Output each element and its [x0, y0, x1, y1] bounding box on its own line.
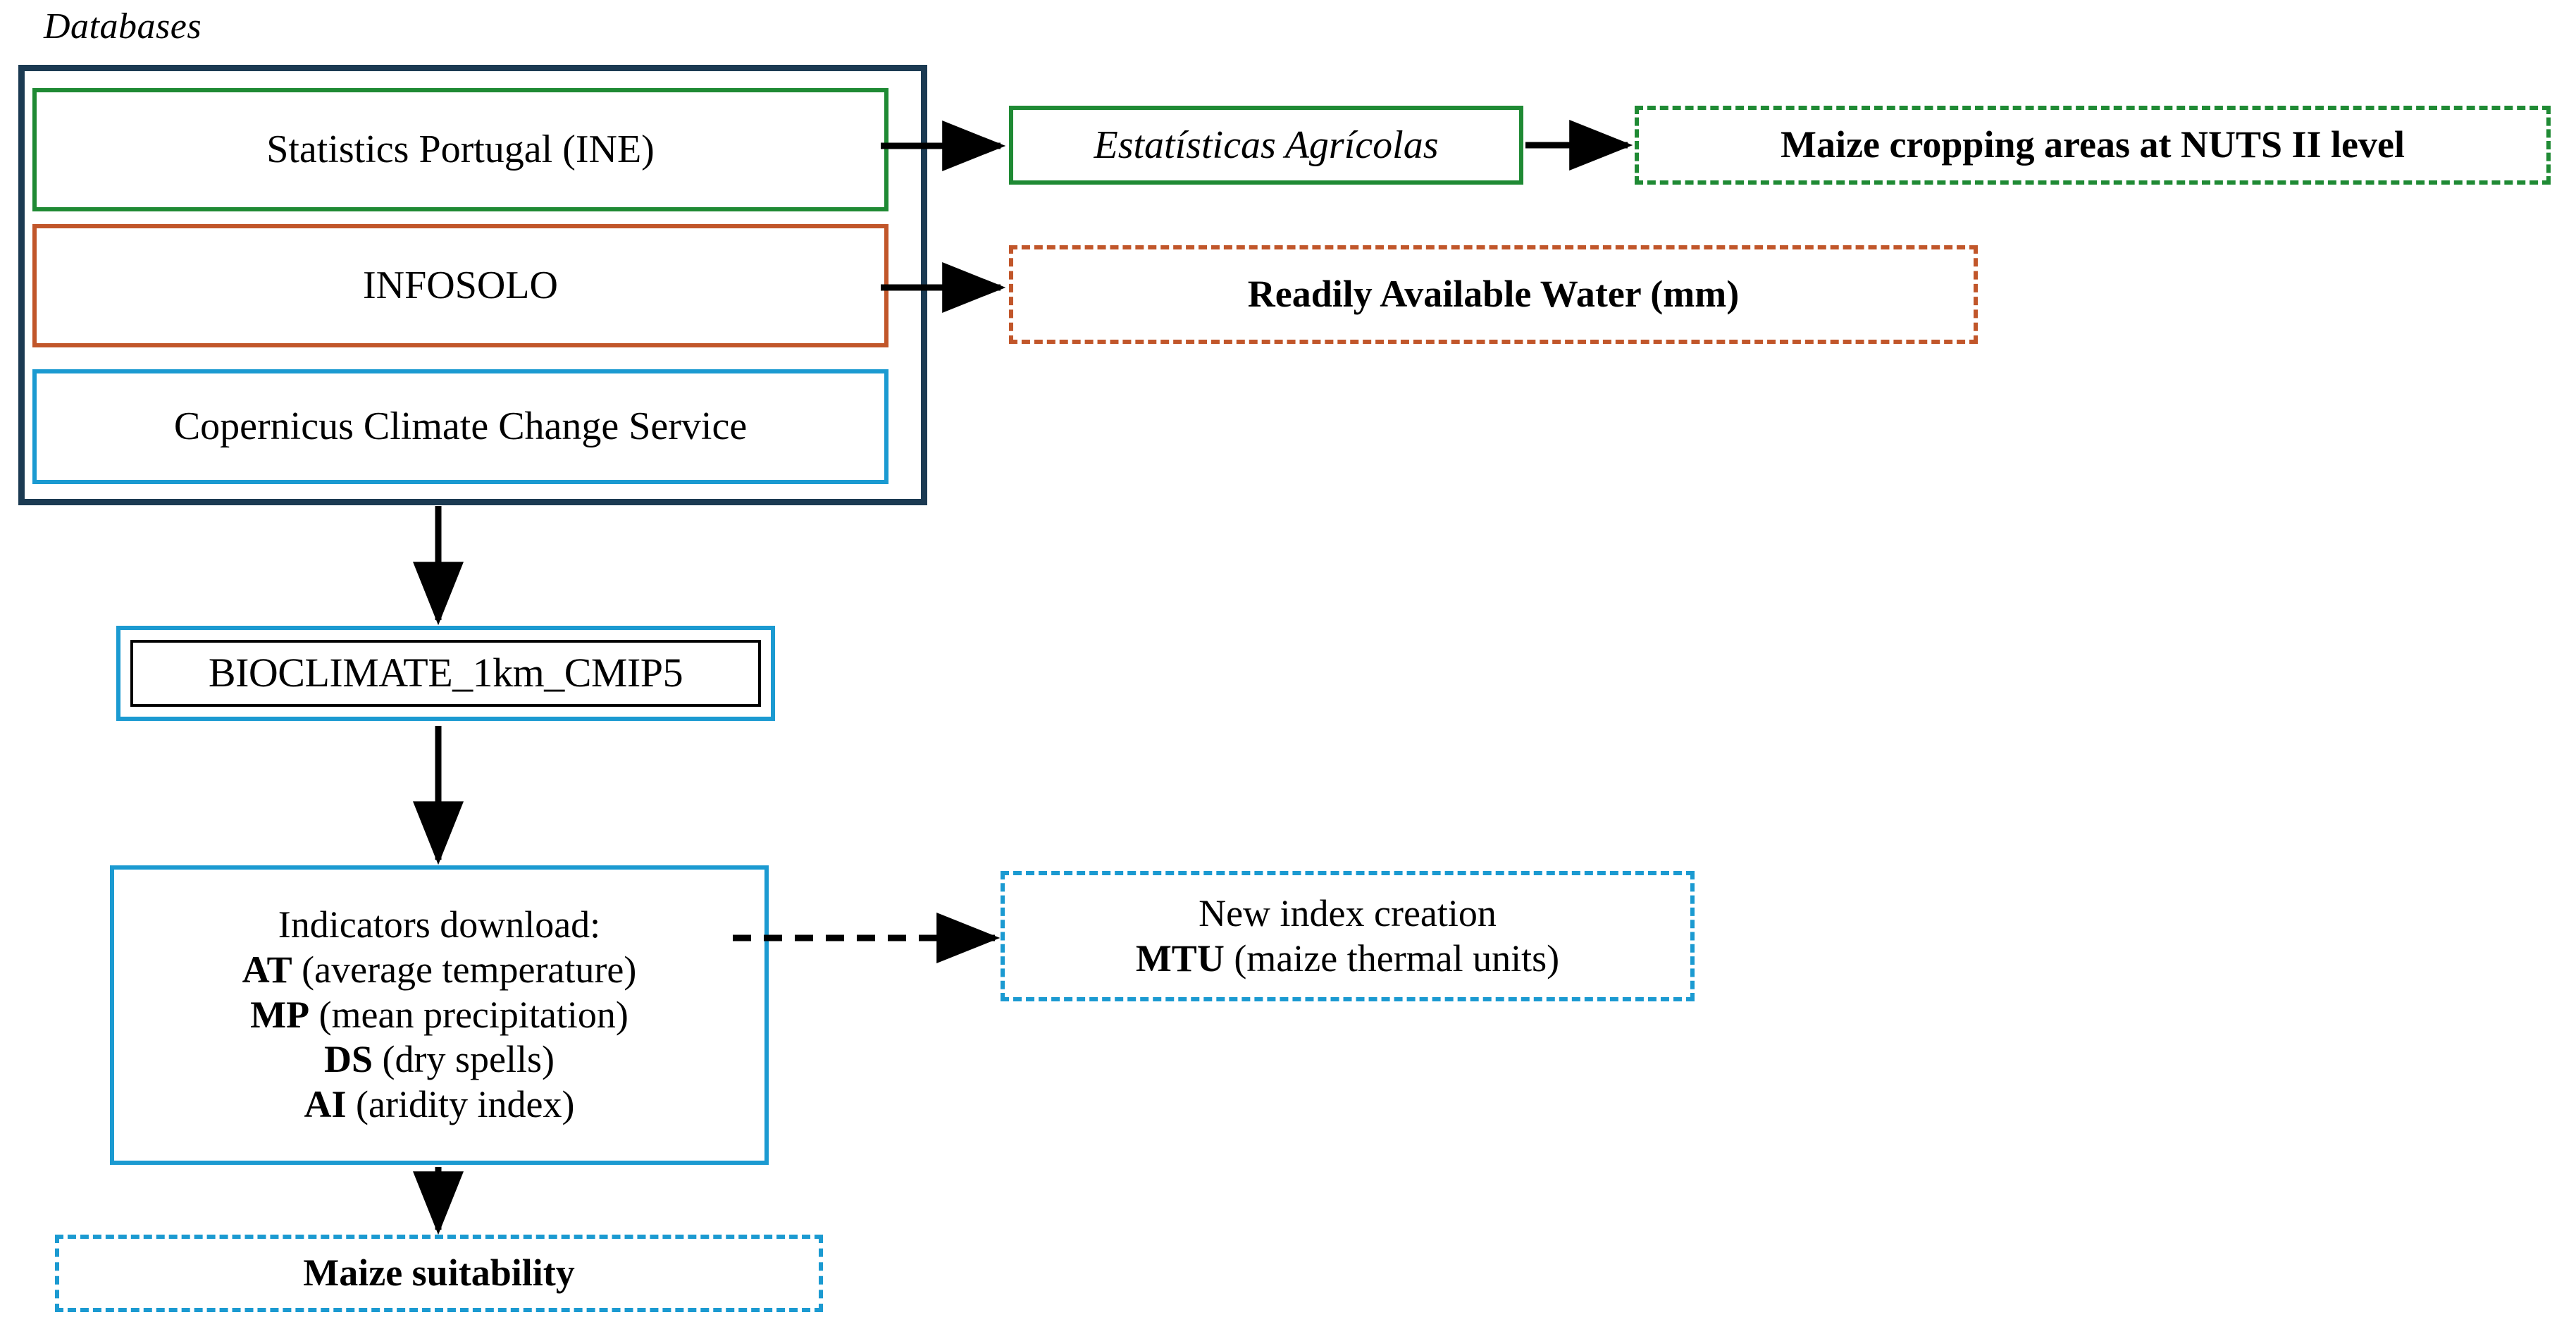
- node-maize-suitability-label: Maize suitability: [303, 1252, 575, 1295]
- indicator-abbr-ds: DS: [324, 1038, 373, 1081]
- mtu-item: MTU (maize thermal units): [1136, 937, 1559, 982]
- indicator-abbr-mp: MP: [250, 993, 310, 1036]
- node-bioclimate[interactable]: BIOCLIMATE_1km_CMIP5: [116, 626, 775, 721]
- node-infosolo-label: INFOSOLO: [363, 264, 558, 308]
- node-maize-suitability[interactable]: Maize suitability: [55, 1235, 823, 1312]
- indicator-desc-at: (average temperature): [302, 948, 637, 991]
- node-readily-available-water[interactable]: Readily Available Water (mm): [1009, 245, 1978, 344]
- indicators-heading: Indicators download:: [278, 903, 601, 946]
- node-statistics-portugal[interactable]: Statistics Portugal (INE): [32, 88, 888, 211]
- node-readily-available-water-label: Readily Available Water (mm): [1247, 273, 1740, 316]
- indicator-abbr-at: AT: [242, 948, 292, 991]
- node-statistics-portugal-label: Statistics Portugal (INE): [266, 128, 655, 172]
- node-copernicus-climate-change-service[interactable]: Copernicus Climate Change Service: [32, 369, 888, 484]
- node-new-index-creation[interactable]: New index creation MTU (maize thermal un…: [1001, 871, 1695, 1001]
- indicator-abbr-ai: AI: [304, 1083, 347, 1126]
- node-copernicus-label: Copernicus Climate Change Service: [173, 404, 748, 449]
- node-infosolo[interactable]: INFOSOLO: [32, 224, 888, 347]
- node-bioclimate-label: BIOCLIMATE_1km_CMIP5: [208, 650, 683, 696]
- node-estatisticas-agricolas[interactable]: Estatísticas Agrícolas: [1009, 106, 1523, 185]
- indicator-item-at: AT (average temperature): [242, 948, 637, 993]
- databases-caption: Databases: [44, 6, 202, 47]
- indicator-desc-ds: (dry spells): [382, 1038, 555, 1081]
- mtu-abbr: MTU: [1135, 937, 1225, 980]
- indicator-item-ds: DS (dry spells): [324, 1037, 555, 1082]
- node-bioclimate-inner-frame: BIOCLIMATE_1km_CMIP5: [130, 640, 761, 707]
- node-maize-cropping-areas-label: Maize cropping areas at NUTS II level: [1781, 123, 2405, 166]
- indicator-desc-mp: (mean precipitation): [318, 993, 628, 1036]
- mtu-description: (maize thermal units): [1234, 937, 1560, 980]
- indicator-item-ai: AI (aridity index): [304, 1082, 575, 1128]
- node-maize-cropping-areas[interactable]: Maize cropping areas at NUTS II level: [1635, 106, 2551, 185]
- node-indicators-download[interactable]: Indicators download: AT (average tempera…: [110, 865, 769, 1165]
- indicator-desc-ai: (aridity index): [356, 1083, 575, 1126]
- node-estatisticas-agricolas-label: Estatísticas Agrícolas: [1094, 123, 1439, 167]
- indicator-item-mp: MP (mean precipitation): [250, 993, 628, 1038]
- mtu-heading: New index creation: [1199, 891, 1497, 934]
